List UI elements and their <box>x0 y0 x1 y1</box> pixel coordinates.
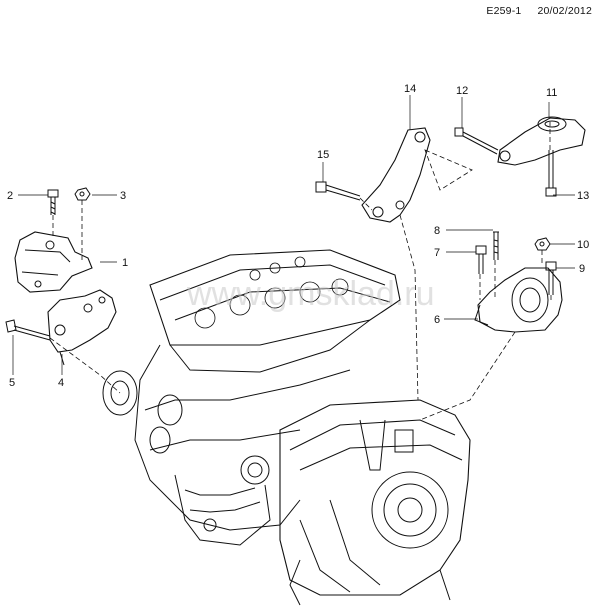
doc-code: E259-1 <box>486 5 522 17</box>
doc-date: 20/02/2012 <box>537 5 592 17</box>
callout-9: 9 <box>579 263 585 275</box>
engine-block <box>102 249 401 546</box>
bolt-15 <box>315 181 361 201</box>
callout-6: 6 <box>434 314 440 326</box>
callout-1: 1 <box>122 257 128 269</box>
callout-7: 7 <box>434 247 440 259</box>
nut-3 <box>74 187 91 201</box>
callout-14: 14 <box>404 83 416 95</box>
bracket-14 <box>361 127 431 223</box>
callout-13: 13 <box>577 190 589 202</box>
callout-4: 4 <box>58 377 64 389</box>
transmission <box>279 399 471 606</box>
callout-2: 2 <box>7 190 13 202</box>
engine-mount-bracket <box>47 289 117 366</box>
transmission-mount <box>474 267 563 333</box>
callout-8: 8 <box>434 225 440 237</box>
callout-15: 15 <box>317 149 329 161</box>
callout-10: 10 <box>577 239 589 251</box>
callout-11: 11 <box>546 87 557 99</box>
stud-8 <box>493 231 499 260</box>
bolt-12 <box>454 127 499 155</box>
engine-mount-left <box>14 231 93 293</box>
diagram-header: E259-1 20/02/2012 <box>486 5 592 17</box>
bolt-9 <box>545 261 557 295</box>
bolt-7 <box>475 245 487 274</box>
bolt-2 <box>47 189 59 215</box>
callout-3: 3 <box>120 190 126 202</box>
leader-lines <box>12 95 575 375</box>
callout-5: 5 <box>9 377 15 389</box>
bolt-13 <box>545 150 557 197</box>
torque-rod-11 <box>497 116 586 166</box>
nut-10 <box>534 237 551 251</box>
callout-12: 12 <box>456 85 468 97</box>
bolt-5 <box>5 319 51 341</box>
watermark: www.gmsklad.ru <box>186 275 435 313</box>
assembly-lines <box>49 122 552 421</box>
